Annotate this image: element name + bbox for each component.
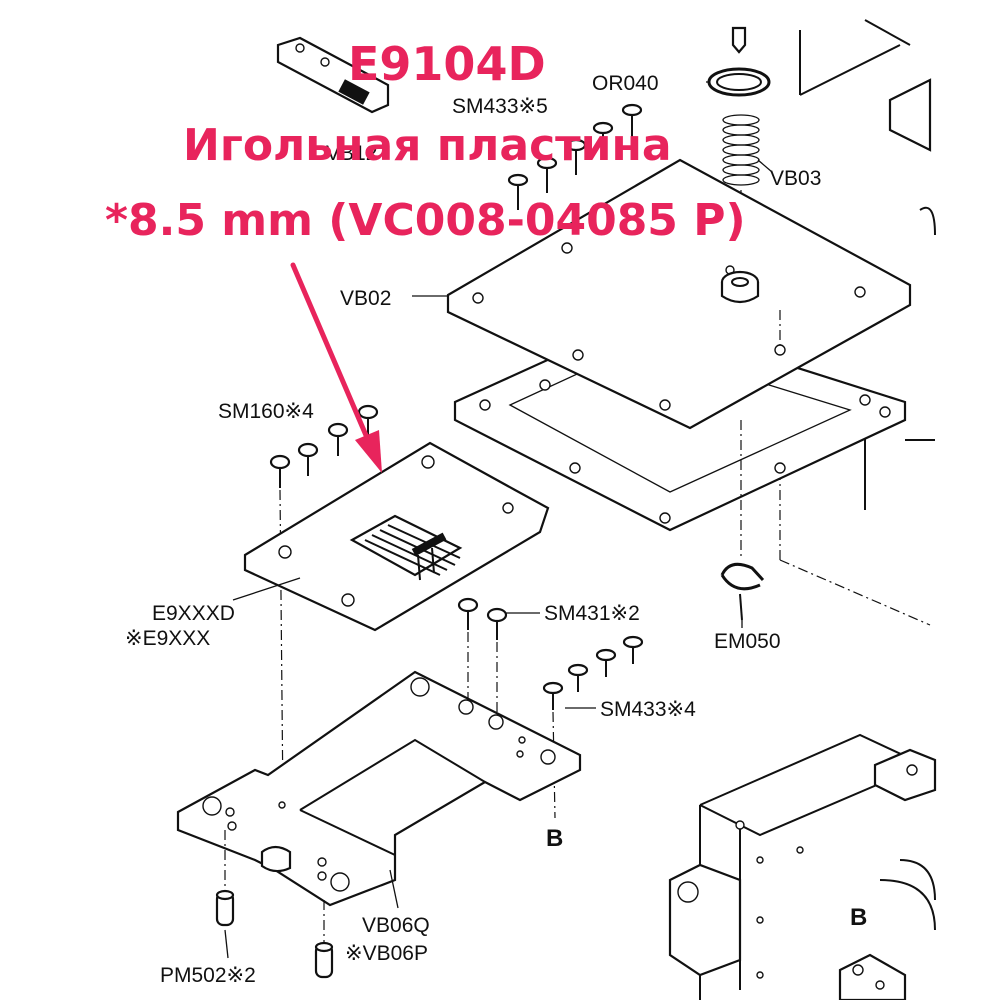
feed-dog-slots (349, 514, 463, 581)
label-e9xxxd: E9XXXD (152, 602, 235, 625)
label-e9xxx: ※E9XXX (125, 627, 210, 650)
e-ring-em050 (720, 420, 765, 621)
label-b-frame: B (850, 904, 867, 931)
label-em050: EM050 (714, 630, 781, 653)
label-vb03: VB03 (770, 167, 821, 190)
label-vb06p: ※VB06P (345, 942, 428, 965)
needle-plate-e9xxxd (243, 441, 550, 632)
base-plate-vb06q (176, 670, 582, 907)
screws-sm160-4 (269, 404, 379, 806)
label-or040: OR040 (592, 72, 659, 95)
annotation-arrow (290, 262, 382, 473)
pins-pm502-2 (215, 830, 334, 979)
label-vb12: VB12 (326, 142, 377, 165)
label-sm433x4: SM433※4 (600, 698, 696, 721)
part-vb12 (276, 36, 390, 114)
label-sm431x2: SM431※2 (544, 602, 640, 625)
label-vb02: VB02 (340, 287, 391, 310)
label-b-base: B (546, 825, 563, 852)
machine-frame (668, 19, 937, 1000)
leader-lines (224, 81, 773, 959)
overlay-annotation: E9104D Игольная пластина *8.5 mm (VC008-… (105, 37, 746, 246)
screws-sm431-2 (457, 597, 508, 720)
label-sm433x5: SM433※5 (452, 95, 548, 118)
screws-sm433-5 (507, 103, 643, 210)
overlay-part-code: E9104D (348, 37, 546, 91)
cover-plate-vb02 (446, 158, 912, 430)
overlay-part-name: Игольная пластина (183, 120, 672, 171)
screws-sm433-4 (542, 635, 644, 819)
label-sm160x4: SM160※4 (218, 400, 314, 423)
label-vb06q: VB06Q (362, 914, 430, 937)
overlay-part-spec: *8.5 mm (VC008-04085 P) (105, 195, 746, 246)
part-labels: VB12 OR040 SM433※5 VB03 VB02 SM160※4 E9X… (125, 72, 867, 987)
label-pm502x2: PM502※2 (160, 964, 256, 987)
